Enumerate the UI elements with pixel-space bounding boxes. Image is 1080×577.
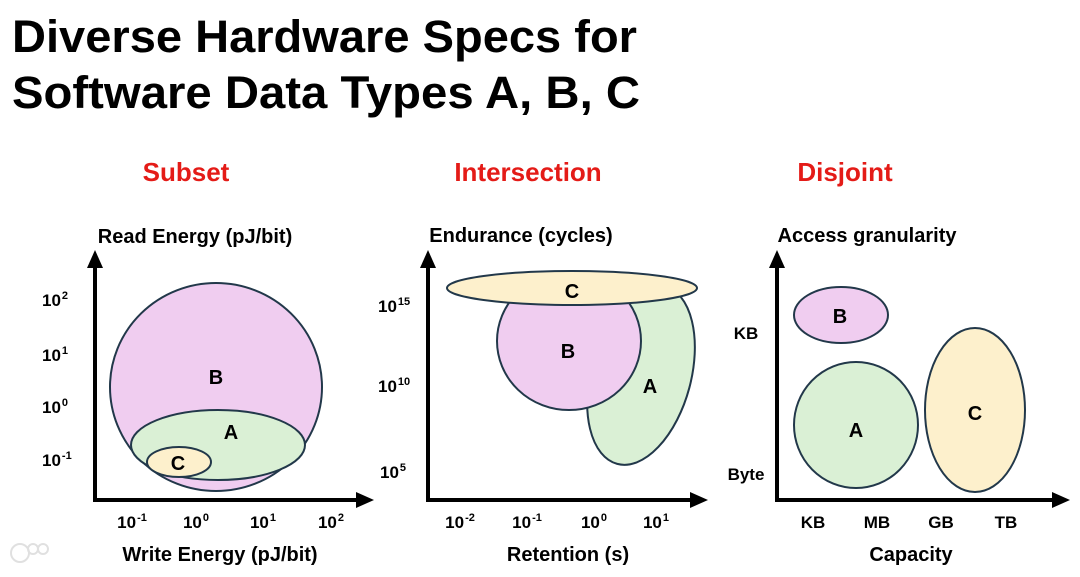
y-tick-label: 102 xyxy=(42,290,68,310)
y-tick-label: KB xyxy=(734,324,759,343)
region-b-label: B xyxy=(833,306,847,328)
region-b-label: B xyxy=(209,367,223,389)
watermark-dot xyxy=(27,543,39,555)
x-tick-label: MB xyxy=(864,513,890,532)
x-axis-arrowhead xyxy=(690,492,708,508)
x-axis-arrowhead xyxy=(356,492,374,508)
y-tick-label: 10-1 xyxy=(42,450,72,470)
y-axis-label: Read Energy (pJ/bit) xyxy=(98,226,292,248)
x-tick-label: 10-2 xyxy=(445,512,475,532)
x-axis-label: Write Energy (pJ/bit) xyxy=(122,544,317,566)
region-c-ellipse xyxy=(146,446,212,478)
title-line-2: Software Data Types A, B, C xyxy=(12,67,640,118)
title-line-1: Diverse Hardware Specs for xyxy=(12,11,637,62)
region-c-ellipse xyxy=(924,327,1026,493)
region-b-label: B xyxy=(561,341,575,363)
x-axis-label: Capacity xyxy=(869,544,953,566)
watermark-logo xyxy=(10,543,49,563)
x-tick-label: 101 xyxy=(250,512,276,532)
y-axis-label: Endurance (cycles) xyxy=(429,225,612,247)
y-axis-arrowhead xyxy=(420,250,436,268)
region-c-label: C xyxy=(968,403,982,425)
y-tick-label: 100 xyxy=(42,397,68,417)
x-tick-label: 101 xyxy=(643,512,669,532)
region-a-label: A xyxy=(643,376,657,398)
panel-heading: Subset xyxy=(143,157,230,187)
x-tick-label: TB xyxy=(995,513,1018,532)
x-axis-arrowhead xyxy=(1052,492,1070,508)
region-c-label: C xyxy=(171,453,185,475)
y-axis-label: Access granularity xyxy=(778,225,958,247)
region-c-label: C xyxy=(565,281,579,303)
panel-heading: Intersection xyxy=(454,157,601,187)
watermark-dot xyxy=(37,543,49,555)
y-tick-label: 105 xyxy=(380,462,406,482)
y-tick-label: 1010 xyxy=(378,376,410,396)
axes xyxy=(420,250,708,508)
x-tick-label: 100 xyxy=(183,512,209,532)
region-b-ellipse xyxy=(793,286,889,344)
x-tick-label: 10-1 xyxy=(117,512,147,532)
x-tick-label: 100 xyxy=(581,512,607,532)
x-tick-label: 102 xyxy=(318,512,344,532)
x-axis-label: Retention (s) xyxy=(507,544,629,566)
region-a-label: A xyxy=(849,420,863,442)
panel-intersection: Intersection Endurance (cycles) A B C 10… xyxy=(378,157,708,566)
panel-heading: Disjoint xyxy=(797,157,893,187)
y-tick-label: Byte xyxy=(728,465,765,484)
y-axis-arrowhead xyxy=(769,250,785,268)
region-a-label: A xyxy=(224,422,238,444)
region-a-ellipse xyxy=(793,361,919,489)
region-c-ellipse xyxy=(446,270,698,306)
y-tick-label: 101 xyxy=(42,345,68,365)
y-axis-arrowhead xyxy=(87,250,103,268)
slide-title: Diverse Hardware Specs for Software Data… xyxy=(12,11,640,118)
panel-disjoint: Disjoint Access granularity B A C KB Byt… xyxy=(728,157,1070,566)
axes xyxy=(87,250,374,508)
panel-subset: Subset Read Energy (pJ/bit) B A C 102 10… xyxy=(42,157,374,566)
watermark-ring xyxy=(10,543,30,563)
axes xyxy=(769,250,1070,508)
x-tick-label: KB xyxy=(801,513,826,532)
x-tick-label: 10-1 xyxy=(512,512,542,532)
y-tick-label: 1015 xyxy=(378,296,410,316)
x-tick-label: GB xyxy=(928,513,954,532)
